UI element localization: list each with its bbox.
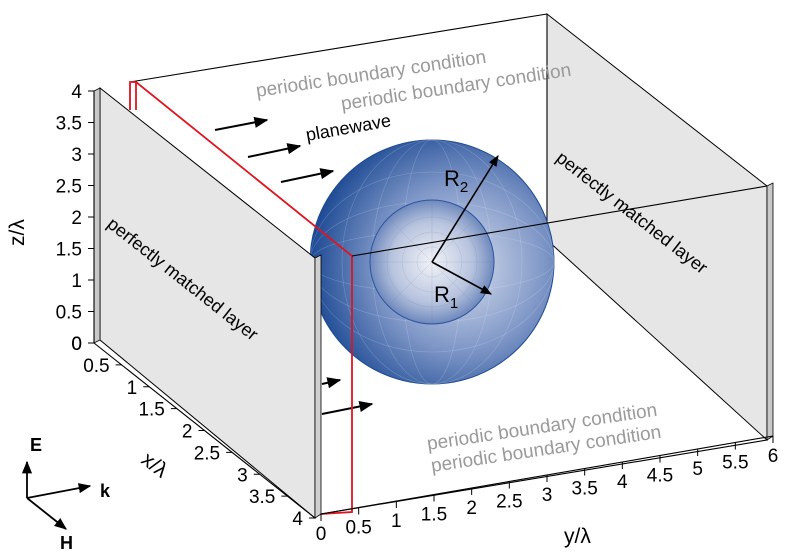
x-axis-tick-label: 1.5 [138,400,164,421]
y-axis-tick-label: 4.5 [647,466,673,487]
x-axis-tick-label: 2 [182,422,193,443]
core-shell-sphere: R2 R1 [309,139,555,385]
z-axis-tick-label: 1 [71,271,82,292]
y-axis-tick-label: 4 [617,472,628,493]
wave-arrow [214,116,269,131]
z-axis-tick-label: 1.5 [56,240,82,261]
x-axis-tick-label: 2.5 [194,443,220,464]
y-axis-tick-label: 5 [692,459,703,480]
pml-panel-right: perfectly matched layer [546,12,774,442]
y-axis-tick-label: 2 [466,498,477,519]
h-field-arrow [26,497,67,530]
k-vector-arrow [26,483,92,499]
x-axis-tick-label: 0.5 [83,356,109,377]
x-axis-tick-label: 0 [71,334,82,355]
z-axis-tick-label: 0 [71,334,82,355]
z-axis-tick-label: 2.5 [56,177,82,198]
source-plane-outline [129,81,353,515]
z-axis-tick-label: 0.5 [56,303,82,324]
y-axis-tick-label: 3 [542,485,553,506]
z-axis-label: z/λ [6,219,29,246]
y-axis-tick-label: 0 [316,524,327,545]
z-axis-tick-label: 3 [71,145,82,166]
z-axis-tick-label: 4 [71,82,82,103]
r2-label: R2 [444,166,468,196]
y-axis-tick-label: 6 [768,446,779,467]
r1-label: R1 [434,282,458,312]
y-axis-tick-label: 3.5 [571,479,597,500]
k-label: k [100,481,111,501]
z-axis: 0 0.5 1 1.5 2 2.5 3 3.5 4 z/λ [6,82,95,355]
y-axis-label: y/λ [564,525,591,548]
x-axis-tick-label: 3.5 [249,487,275,508]
wave-arrow [247,143,302,158]
z-axis-tick-label: 2 [71,208,82,229]
radius-r1-arrow [431,261,492,295]
radius-r2-arrow [431,155,499,263]
y-axis-tick-label: 2.5 [496,492,522,513]
z-axis-tick-label: 3.5 [56,114,82,135]
y-axis-tick-label: 1.5 [421,505,447,526]
x-axis-tick-label: 4 [292,509,303,530]
y-axis-tick-label: 5.5 [722,453,748,474]
wave-arrow [321,400,374,415]
wave-arrow [321,377,342,389]
x-axis-label: x/λ [137,448,173,483]
y-axis: 0 0.5 1 1.5 2 2.5 3 3.5 4 4.5 5 5.5 6 y/λ [316,435,779,548]
planewave-label: planewave [304,110,392,145]
y-axis-tick-label: 1 [391,511,402,532]
e-label: E [30,435,42,455]
x-axis-tick-label: 3 [237,465,248,486]
field-orientation-legend: E k H [21,435,111,553]
y-axis-tick-label: 0.5 [345,518,371,539]
pml-panel-left: perfectly matched layer [93,86,322,520]
wave-arrow [280,168,335,183]
x-axis-tick-label: 1 [127,378,138,399]
h-label: H [60,533,73,553]
plane-wave-arrows [214,116,374,415]
